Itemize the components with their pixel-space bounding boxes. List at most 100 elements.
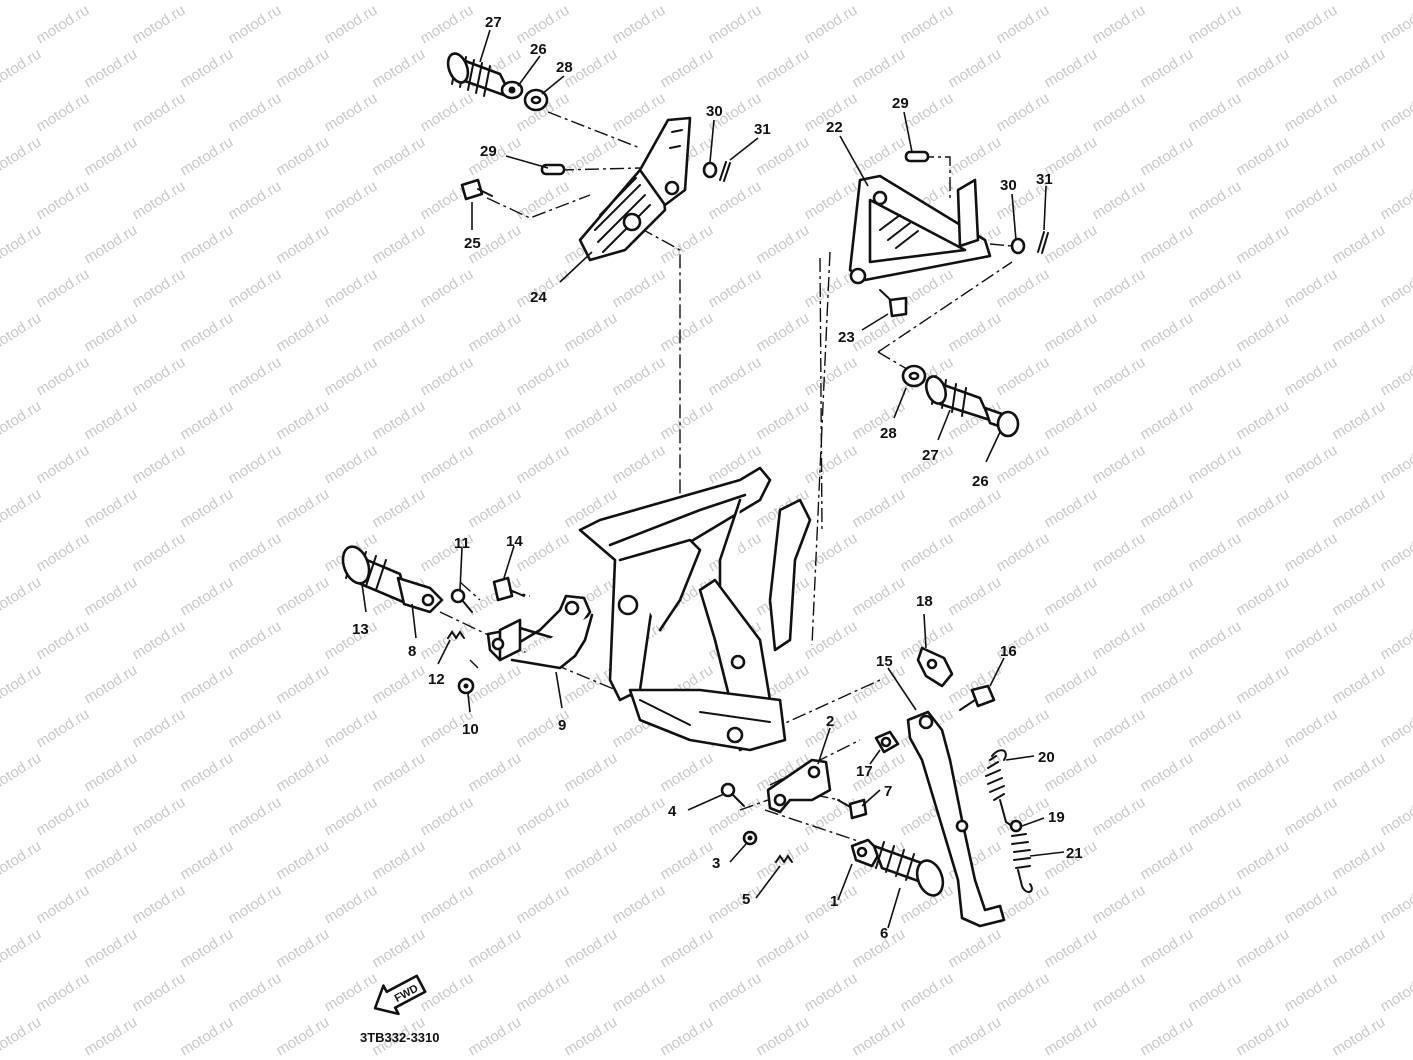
callout-31-right: 31 (1036, 171, 1053, 188)
watermark-text: motod.ru (1185, 970, 1244, 1016)
watermark-text: motod.ru (1233, 1014, 1292, 1060)
watermark-text: motod.ru (849, 1014, 908, 1060)
watermark-text: motod.ru (81, 574, 140, 620)
watermark-text: motod.ru (273, 838, 332, 884)
watermark-text: motod.ru (1233, 310, 1292, 356)
callout-29-left: 29 (480, 143, 497, 160)
callout-leader-lines (361, 29, 1065, 929)
watermark-text: motod.ru (657, 1014, 716, 1060)
watermark-text: motod.ru (81, 838, 140, 884)
watermark-text: motod.ru (1281, 90, 1340, 136)
watermark-text: motod.ru (1281, 266, 1340, 312)
watermark-text: motod.ru (801, 970, 860, 1016)
watermark-text: motod.ru (561, 310, 620, 356)
watermark-text: motod.ru (225, 530, 284, 576)
watermark-text: motod.ru (1137, 46, 1196, 92)
watermark-text: motod.ru (1281, 442, 1340, 488)
callout-30-left: 30 (706, 103, 723, 120)
callout-30-right: 30 (1000, 177, 1017, 194)
watermark-text: motod.ru (321, 618, 380, 664)
watermark-text: motod.ru (81, 398, 140, 444)
watermark-text: motod.ru (321, 442, 380, 488)
watermark-text: motod.ru (993, 530, 1052, 576)
watermark-text: motod.ru (1137, 398, 1196, 444)
front-footrest-bracket (486, 594, 594, 670)
watermark-text: motod.ru (0, 574, 44, 620)
watermark-text: motod.ru (1329, 134, 1388, 180)
watermark-text: motod.ru (33, 266, 92, 312)
watermark-text: motod.ru (369, 134, 428, 180)
watermark-text: motod.ru (129, 794, 188, 840)
watermark-text: motod.ru (177, 486, 236, 532)
watermark-text: motod.ru (897, 970, 956, 1016)
watermark-text: motod.ru (993, 2, 1052, 48)
watermark-text: motod.ru (1233, 222, 1292, 268)
callout-24: 24 (530, 289, 547, 306)
watermark-text: motod.ru (1377, 90, 1413, 136)
callout-11: 11 (454, 535, 470, 552)
watermark-text: motod.ru (1377, 530, 1413, 576)
sidestand (906, 710, 1006, 928)
watermark-text: motod.ru (1329, 46, 1388, 92)
watermark-text: motod.ru (513, 970, 572, 1016)
watermark-text: motod.ru (705, 2, 764, 48)
bolt-7 (837, 798, 868, 820)
watermark-text: motod.ru (1377, 882, 1413, 928)
watermark-text: motod.ru (1233, 574, 1292, 620)
watermark-text: motod.ru (1281, 618, 1340, 664)
watermark-text: motod.ru (609, 354, 668, 400)
watermark-text: motod.ru (0, 750, 44, 796)
callout-12: 12 (428, 671, 445, 688)
callout-28-right: 28 (880, 425, 897, 442)
watermark-text: motod.ru (1089, 354, 1148, 400)
watermark-text: motod.ru (1137, 134, 1196, 180)
watermark-text: motod.ru (369, 926, 428, 972)
watermark-text: motod.ru (1041, 1014, 1100, 1060)
watermark-text: motod.ru (753, 398, 812, 444)
watermark-text: motod.ru (177, 310, 236, 356)
pin-4 (720, 782, 745, 807)
watermark-text: motod.ru (1137, 574, 1196, 620)
watermark-text: motod.ru (225, 90, 284, 136)
watermark-text: motod.ru (0, 0, 44, 3)
watermark-text: motod.ru (465, 1014, 524, 1060)
watermark-text: motod.ru (0, 662, 44, 708)
watermark-text: motod.ru (945, 134, 1004, 180)
watermark-text: motod.ru (1137, 310, 1196, 356)
watermark-text: motod.ru (1089, 530, 1148, 576)
watermark-text: motod.ru (1089, 442, 1148, 488)
watermark-text: motod.ru (273, 662, 332, 708)
watermark-text: motod.ru (465, 0, 524, 3)
watermark-text: motod.ru (0, 46, 44, 92)
watermark-text: motod.ru (561, 398, 620, 444)
watermark-text: motod.ru (993, 266, 1052, 312)
watermark-text: motod.ru (225, 178, 284, 224)
watermark-text: motod.ru (225, 354, 284, 400)
watermark-text: motod.ru (81, 310, 140, 356)
washer-left-rear (523, 88, 549, 112)
watermark-text: motod.ru (177, 750, 236, 796)
watermark-text: motod.ru (1185, 178, 1244, 224)
callout-13: 13 (352, 621, 369, 638)
watermark-text: motod.ru (1089, 90, 1148, 136)
watermark-text: motod.ru (417, 794, 476, 840)
watermark-text: motod.ru (33, 618, 92, 664)
watermark-text: motod.ru (1185, 530, 1244, 576)
spring-12 (447, 630, 465, 640)
callout-8: 8 (408, 643, 416, 660)
watermark-text: motod.ru (1281, 2, 1340, 48)
watermark-text: motod.ru (1089, 882, 1148, 928)
watermark-text: motod.ru (129, 90, 188, 136)
watermark-text: motod.ru (0, 222, 44, 268)
watermark-text: motod.ru (753, 310, 812, 356)
watermark-text: motod.ru (1041, 486, 1100, 532)
watermark-text: motod.ru (1329, 486, 1388, 532)
watermark-text: motod.ru (129, 2, 188, 48)
watermark-text: motod.ru (177, 1014, 236, 1060)
watermark-text: motod.ru (177, 46, 236, 92)
watermark-text: motod.ru (849, 486, 908, 532)
watermark-text: motod.ru (1089, 794, 1148, 840)
callout-18: 18 (916, 593, 933, 610)
watermark-text: motod.ru (465, 310, 524, 356)
